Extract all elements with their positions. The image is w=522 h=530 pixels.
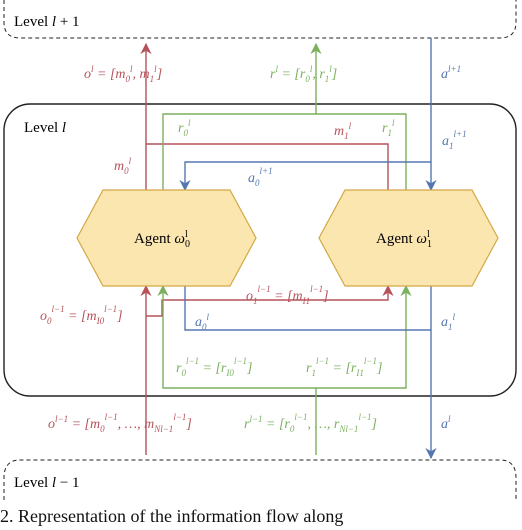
level-bottom-box [3,459,517,500]
a-down-top-label: al+1 [441,64,461,82]
m1-label: m1l [334,121,352,141]
level-bottom-label: Level l − 1 [14,475,80,491]
caption: 2. Representation of the information flo… [0,506,343,526]
r1-label: r1l [382,118,395,138]
level-top-box [3,0,517,39]
m0-label: m0l [114,156,132,176]
r-prev-label: rl−1 = [r0l−1, …, rNl−1l−1] [244,412,377,434]
r0-flow-line [162,42,322,190]
r-up-label: rl = [r0l, r1l] [270,64,337,84]
a-bottom-label: al [441,414,451,432]
level-middle-box [3,103,517,397]
agent-right-label: Agent ω1l [376,229,432,250]
level-top-label: Level l + 1 [14,14,80,30]
r1-prev-label: r1l−1 = [rI1l−1] [306,356,382,378]
a1-label: a1l [441,312,456,332]
o-prev-label: ol−1 = [m0l−1, …, mNl−1l−1] [48,412,192,434]
level-middle-label: Level l [24,120,66,136]
agent-left-hexagon [76,189,257,287]
r0-prev-line [157,284,317,455]
agent-right-hexagon [318,189,499,287]
o1-prev-label: o1l−1 = [mI1l−1] [246,284,329,306]
a0-out-line [184,286,431,331]
o1-prev-line [146,284,394,317]
r0-label: r0l [178,118,191,138]
m1-flow-line [146,143,389,190]
o0-prev-label: o0l−1 = [mI0l−1] [40,304,123,326]
a0-label: a0l [195,312,210,332]
r1-flow-line [316,113,407,190]
r1-prev-line [316,284,412,389]
agent-left-label: Agent ω0l [134,229,190,250]
r0-prev-label: r0l−1 = [rI0l−1] [176,356,252,378]
o-up-label: ol = [m0l, m1l] [84,64,162,84]
a0-down-line [179,161,431,192]
a1-up-label: a1l+1 [442,129,467,151]
a0-up-label: a0l+1 [248,166,273,188]
